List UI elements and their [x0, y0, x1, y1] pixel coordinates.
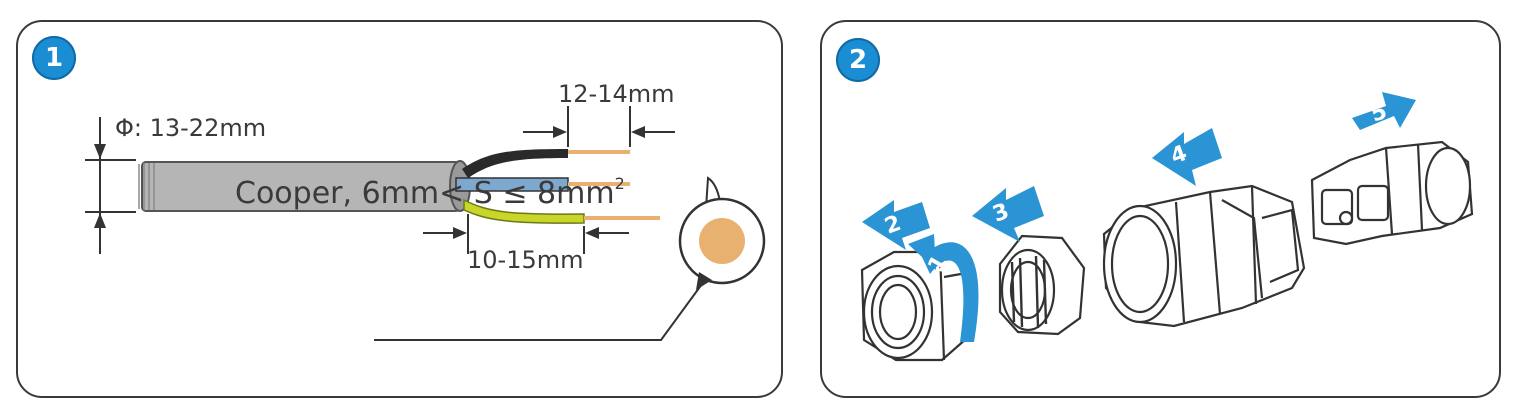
connector-body-part	[1102, 184, 1306, 328]
connector-disassembly-diagram: 1 2 3	[860, 92, 1474, 362]
terminal-insert-part	[1310, 140, 1474, 246]
diameter-dimension	[85, 117, 136, 254]
push-arrow-5: 5	[1352, 92, 1416, 130]
strip-length-bottom-label: 10-15mm	[467, 246, 584, 274]
seal-insert-part	[998, 234, 1086, 336]
sealing-nut-part	[860, 250, 976, 362]
yellow-green-wire	[463, 198, 660, 224]
cable-preparation-panel: 1 Φ: 13-22mm	[16, 20, 783, 398]
pull-arrow-4: 4	[1152, 128, 1222, 186]
strip-length-top-label: 12-14mm	[558, 80, 675, 108]
pull-arrow-3: 3	[972, 186, 1044, 242]
cable-preparation-diagram: Φ: 13-22mm Cooper, 6mm< S ≤ 8mm2	[85, 80, 766, 341]
conductor-cross-section-callout	[374, 176, 766, 341]
connector-disassembly-panel: 2 1 2	[820, 20, 1501, 398]
diameter-label: Φ: 13-22mm	[115, 114, 266, 142]
step-badge-2: 2	[836, 38, 880, 82]
conductor-label: Cooper, 6mm< S ≤ 8mm2	[235, 174, 625, 211]
step-badge-1: 1	[32, 36, 76, 80]
black-wire	[462, 149, 630, 178]
blue-wire	[455, 177, 630, 192]
pull-arrow-2: 2	[862, 200, 930, 250]
strip-length-bottom-dimension	[423, 214, 629, 254]
strip-length-top-dimension	[523, 106, 675, 147]
